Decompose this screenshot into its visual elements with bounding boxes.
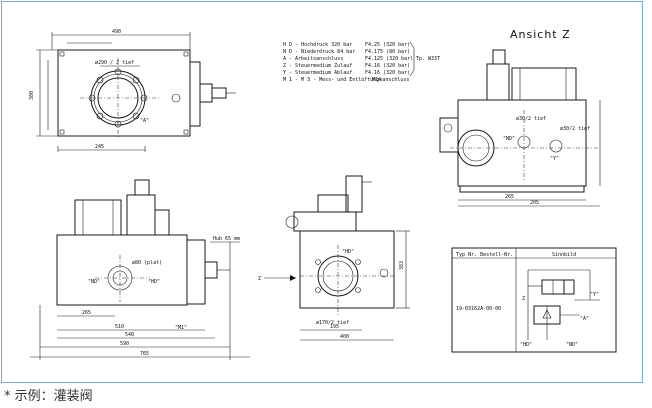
label-hd-left: "HD": [148, 279, 160, 285]
dim-bl-3: 540: [125, 332, 134, 338]
legend-code-0: H D - Hochdruck 320 bar: [283, 42, 352, 48]
symbol-label-a: "A": [580, 316, 589, 322]
dim-bc-h: 383: [399, 261, 405, 270]
label-d290: ø290 / 2 tief: [95, 60, 134, 66]
dim-bc-2: 400: [340, 334, 349, 340]
label-a-top: "A": [140, 118, 149, 124]
view-z: Ansicht Z ø30/2 tief ø30/2 tief "ND" "Y"…: [439, 28, 601, 207]
legend-size-1: F4.175 (80 bar): [365, 49, 410, 55]
symbol-table: Typ Nr. Bestell-Nr. Sinnbild 19-03162A-0…: [451, 247, 617, 353]
legend-size-0: F4.25 (320 bar): [365, 42, 410, 48]
legend-size-5: M14: [372, 77, 381, 83]
dim-tr-1: 265: [505, 194, 514, 200]
legend-code-1: N D - Niederdruck 84 bar: [283, 49, 355, 55]
dim-bl-1: 265: [82, 310, 91, 316]
legend-size-3: F4.16 (320 bar): [365, 63, 410, 69]
side-view: ø80 (plat) "ND" "HD" "M1" Hub 65 mm 265 …: [30, 179, 250, 360]
dim-top-bottom: 245: [95, 144, 104, 150]
dim-bc-1: 195: [330, 324, 339, 330]
symbol-label-hd: "HD": [520, 342, 532, 348]
part-number: 19-03162A-00-00: [456, 306, 501, 312]
legend-code-5: M 1 - M 3 - Mess- und Entlüftungsanschlu…: [283, 77, 409, 83]
label-d30-2: ø30/2 tief: [560, 126, 590, 132]
dim-top-width: 490: [112, 29, 121, 35]
label-y-right: "Y": [550, 156, 559, 162]
symbol-label-y: "Y": [590, 292, 599, 298]
view-z-title: Ansicht Z: [510, 28, 571, 41]
legend-note: Tp. W33T: [416, 56, 440, 62]
figure-caption: * 示例：灌装阀: [4, 389, 93, 404]
label-d80: ø80 (plat): [132, 260, 162, 266]
symbol-header-right: Sinnbild: [552, 252, 576, 258]
label-m1: "M1": [175, 325, 187, 331]
legend-size-4: F4.16 (320 bar): [365, 70, 410, 76]
symbol-label-nd: "ND": [566, 342, 578, 348]
dim-bl-2: 510: [115, 324, 124, 330]
legend-code-3: Z - Steuermedium Zulauf: [283, 63, 352, 69]
dim-bl-5: 765: [140, 351, 149, 357]
label-nd-left: "ND": [88, 279, 100, 285]
dim-bl-4: 590: [120, 341, 129, 347]
label-hd-front: "HD": [342, 249, 354, 255]
label-z-arrow: Z: [258, 276, 261, 282]
symbol-header-left: Typ Nr. Bestell-Nr.: [456, 252, 513, 258]
legend-code-2: A - Arbeitsanschluss: [283, 56, 343, 62]
legend-block: H D - Hochdruck 320 bar F4.25 (320 bar) …: [283, 41, 440, 83]
label-hub: Hub 65 mm: [213, 236, 240, 242]
dim-top-height: 380: [29, 91, 35, 100]
label-d170: ø170/2 tief: [316, 320, 349, 326]
top-view: 490 380 ø290 / 2 tief "A" 245: [29, 29, 236, 152]
dim-tr-2: 205: [530, 200, 539, 206]
label-nd-right: "ND": [503, 136, 515, 142]
label-d30: ø30/2 tief: [516, 116, 546, 122]
legend-code-4: Y - Steuermedium Ablauf: [283, 70, 352, 76]
legend-size-2: F4.125 (320 bar): [365, 56, 413, 62]
symbol-label-z: Z: [522, 296, 525, 302]
front-view: "HD" ø170/2 tief Z 195 400 383: [258, 175, 410, 341]
